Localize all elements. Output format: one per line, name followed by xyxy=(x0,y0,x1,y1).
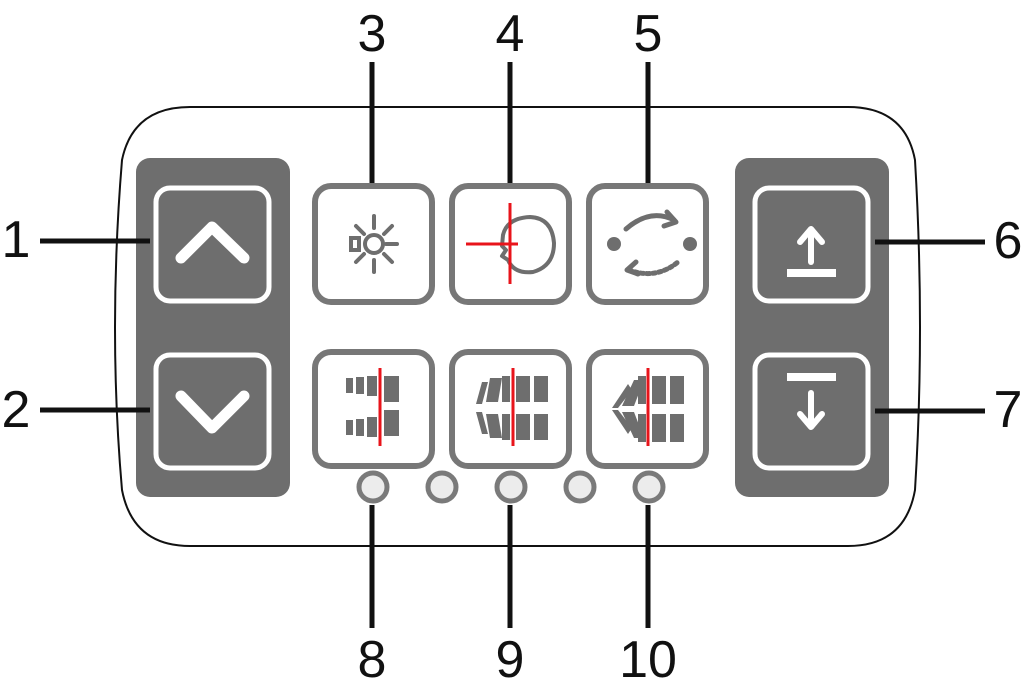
callout-label-4: 4 xyxy=(495,5,525,63)
raise-button[interactable] xyxy=(752,185,871,304)
arrow-up-to-line-icon xyxy=(787,226,836,277)
callout-label-10: 10 xyxy=(619,631,677,689)
teeth-medium-icon xyxy=(476,368,548,446)
chevron-up-icon xyxy=(175,221,250,264)
callout-label-8: 8 xyxy=(357,631,387,689)
chevron-down-icon xyxy=(175,390,250,434)
rotate-arc-icon xyxy=(607,209,697,277)
callout-label-3: 3 xyxy=(357,5,387,63)
jaw-mode-1-button[interactable] xyxy=(312,349,435,469)
callout-lines xyxy=(40,62,985,628)
head-align-button[interactable] xyxy=(449,183,572,305)
led-10 xyxy=(632,470,666,504)
arrow-down-from-line-icon xyxy=(787,373,836,430)
led-9 xyxy=(494,470,528,504)
lower-button[interactable] xyxy=(752,352,871,471)
callout-label-1: 1 xyxy=(1,211,31,269)
jaw-mode-3-button[interactable] xyxy=(586,349,709,469)
led-between-9-10 xyxy=(563,470,597,504)
head-crosshair-icon xyxy=(466,203,556,284)
teeth-narrow-icon xyxy=(346,368,399,446)
down-arrow-button[interactable] xyxy=(153,352,272,471)
light-button[interactable] xyxy=(312,183,435,305)
jaw-mode-2-button[interactable] xyxy=(449,349,572,469)
callout-label-5: 5 xyxy=(633,5,663,63)
up-arrow-button[interactable] xyxy=(153,185,272,304)
teeth-wide-icon xyxy=(612,368,684,446)
led-row xyxy=(356,470,666,504)
light-burst-icon xyxy=(349,214,399,274)
led-8 xyxy=(356,470,390,504)
callout-label-6: 6 xyxy=(993,212,1023,270)
callout-label-7: 7 xyxy=(993,381,1023,439)
callout-label-9: 9 xyxy=(495,631,525,689)
led-between-8-9 xyxy=(425,470,459,504)
rotate-button[interactable] xyxy=(586,183,709,305)
callout-label-2: 2 xyxy=(1,381,31,439)
